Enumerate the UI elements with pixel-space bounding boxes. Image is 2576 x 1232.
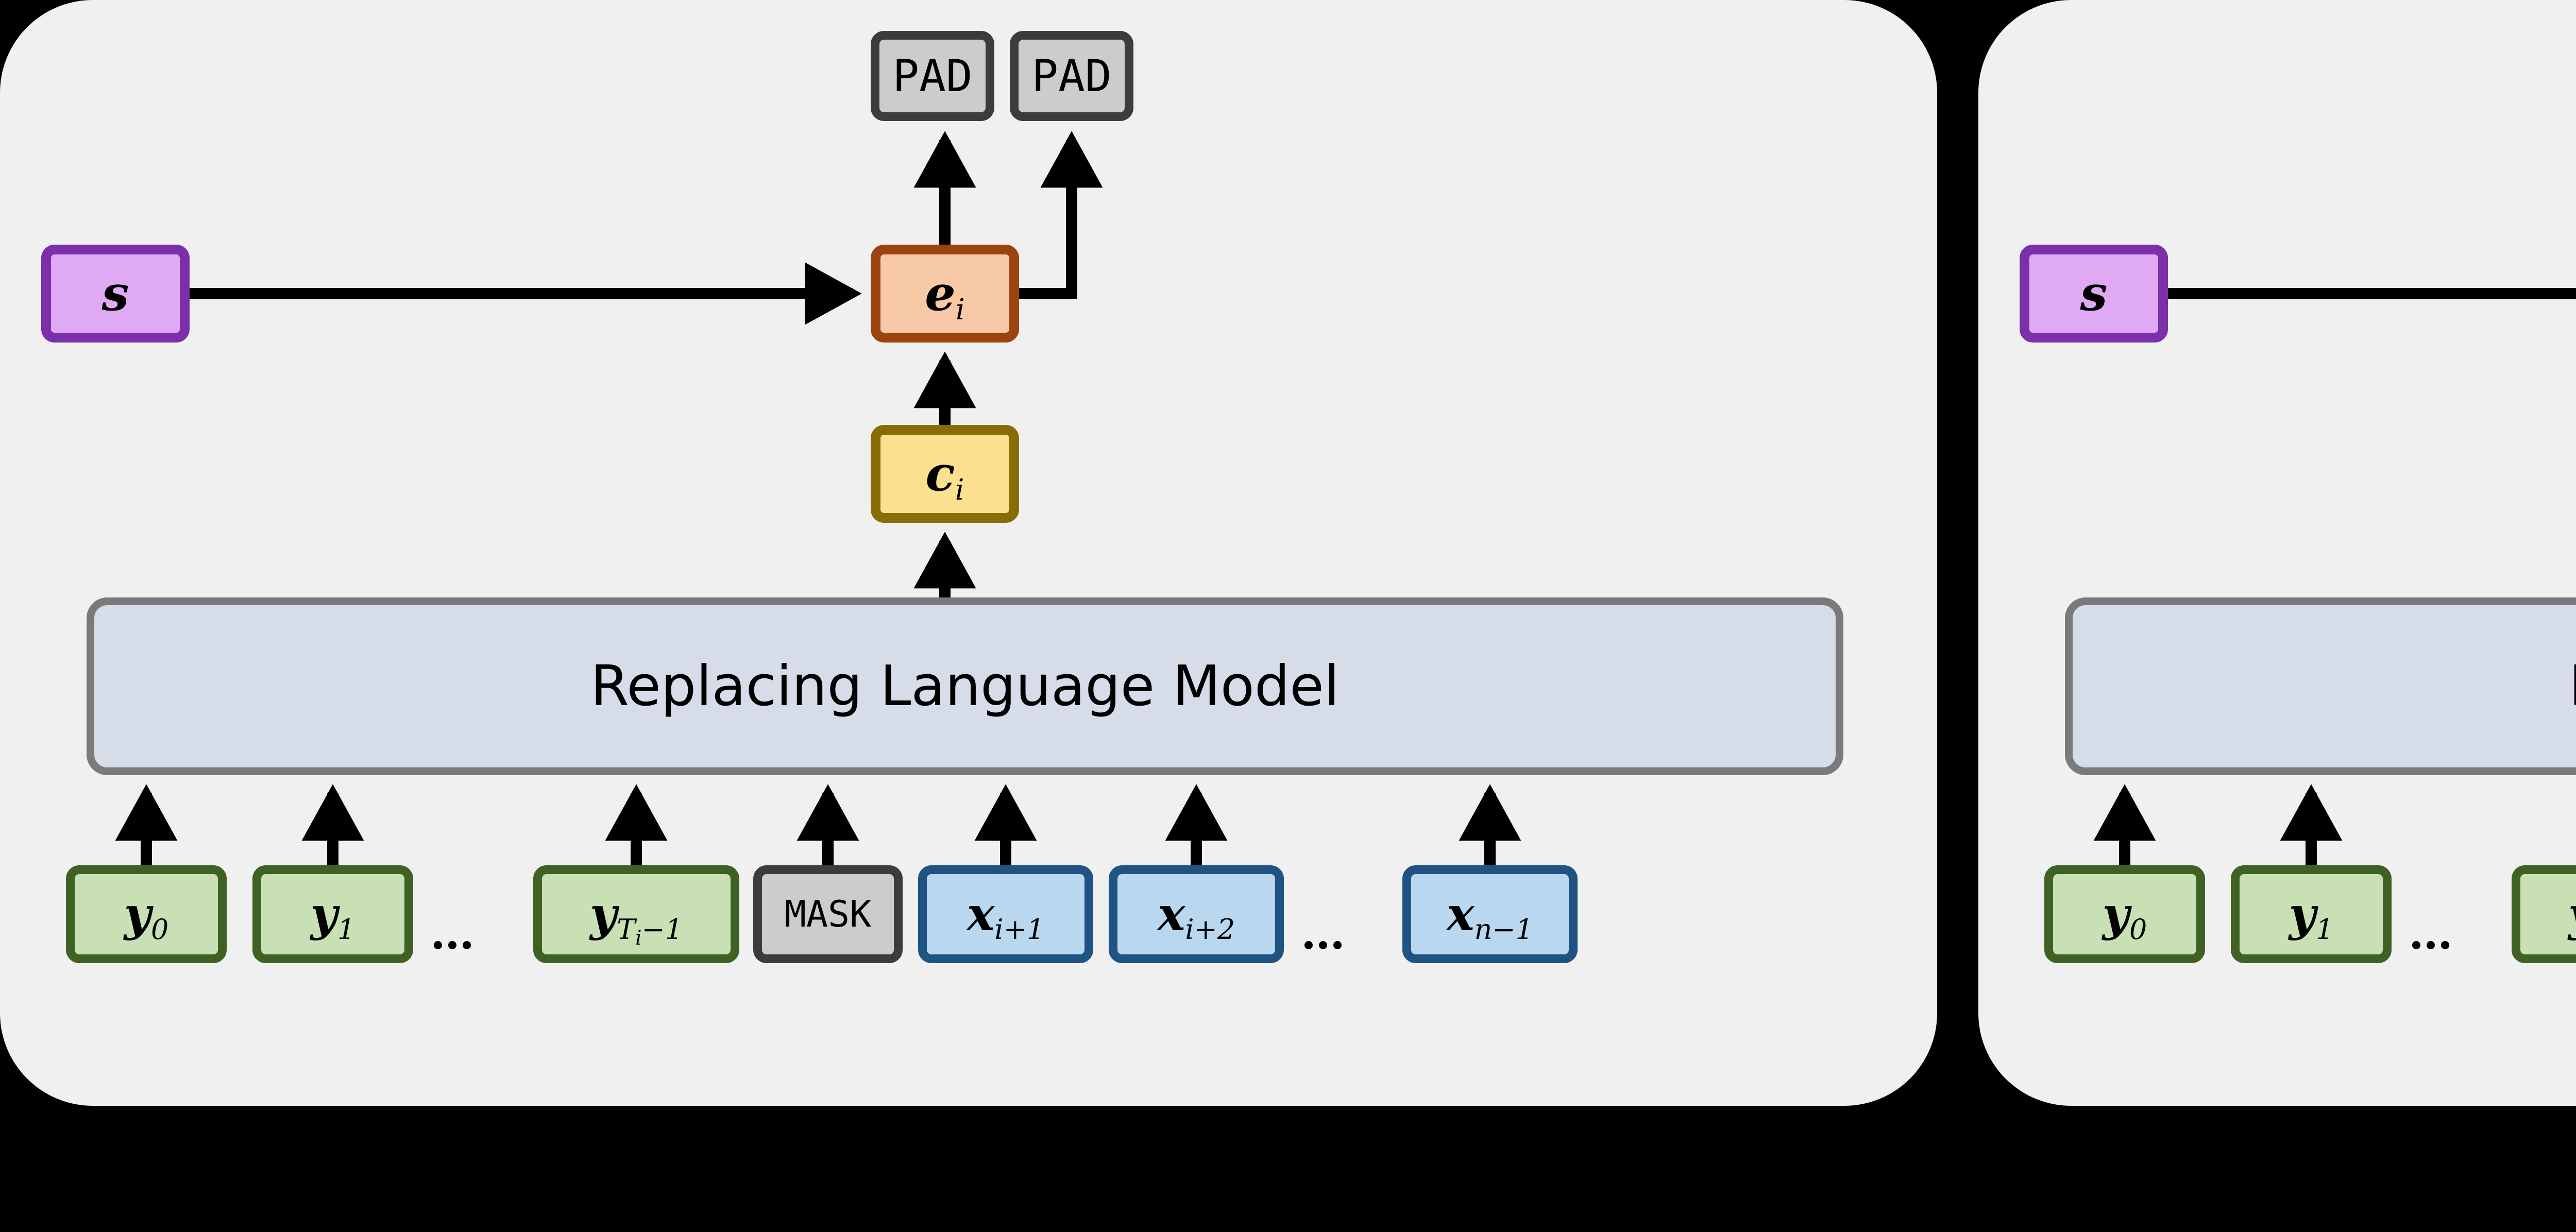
token-x-n-minus-1: xn−1 (1402, 865, 1578, 963)
block-replacing-language-model: Replacing Language Model (2065, 597, 2576, 775)
node-embedding-e-i: ei (871, 245, 1019, 343)
token-ellipsis-left-1: … (430, 908, 474, 960)
token-y-Ti-minus-1: yTi−1 (533, 865, 739, 963)
block-replacing-language-model: Replacing Language Model (87, 597, 1843, 775)
token-x-i-plus-1: xi+1 (918, 865, 1093, 963)
token-mask: MASK (753, 865, 903, 963)
panel-right: yTi MASK s ei ci Replacing Language Mode… (1978, 0, 2576, 1106)
token-y-0: y0 (2044, 865, 2205, 963)
token-y-1: y1 (2231, 865, 2392, 963)
token-y-Ti-minus-1: yTi−1 (2512, 865, 2576, 963)
output-pad-2: PAD (1010, 31, 1133, 121)
node-state-s: s (41, 245, 190, 343)
node-state-s: s (2020, 245, 2168, 343)
panel-left: PAD PAD s ei ci Replacing Language Model… (0, 0, 1937, 1106)
token-x-i-plus-2: xi+2 (1109, 865, 1284, 963)
token-y-0: y0 (66, 865, 227, 963)
output-pad-1: PAD (871, 31, 994, 121)
token-ellipsis-right-1: … (2409, 908, 2453, 960)
node-context-c-i: ci (871, 425, 1019, 523)
token-ellipsis-left-2: … (1301, 908, 1345, 960)
token-y-1: y1 (252, 865, 413, 963)
